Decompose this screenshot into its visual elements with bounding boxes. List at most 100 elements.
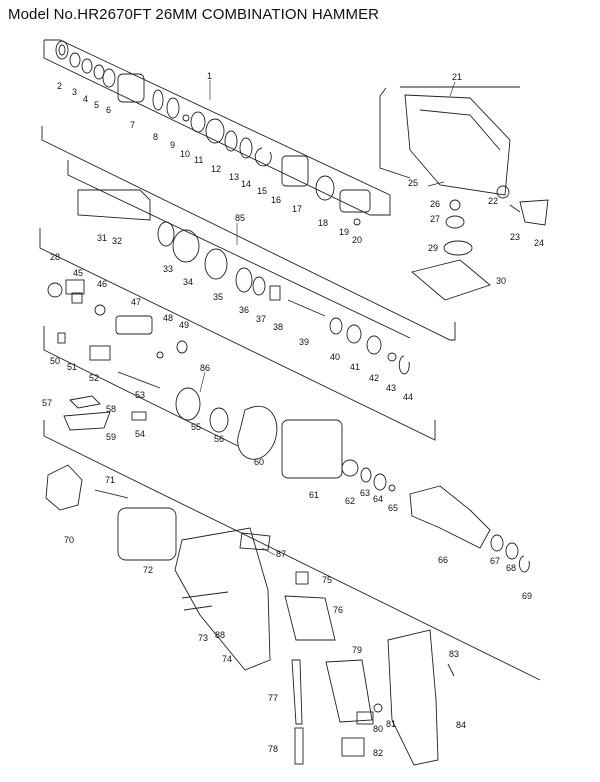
label-part-55: 55 xyxy=(191,422,201,432)
label-part-16: 16 xyxy=(271,195,281,205)
bracket-group-85b xyxy=(67,160,411,339)
label-part-10: 10 xyxy=(180,149,190,159)
bracket-group-1 xyxy=(43,39,391,216)
part-57-plate xyxy=(69,395,101,409)
label-part-80: 80 xyxy=(373,724,383,734)
part-39-striker xyxy=(287,299,326,317)
part-50-bearing xyxy=(57,332,66,344)
part-47-cylinder xyxy=(115,315,153,335)
label-part-42: 42 xyxy=(369,373,379,383)
part-52-gear xyxy=(89,345,111,361)
part-71-screw xyxy=(94,489,129,499)
part-25-pin xyxy=(427,181,445,187)
label-part-69: 69 xyxy=(522,591,532,601)
part-46-oring xyxy=(94,304,106,316)
part-24-plate xyxy=(519,199,549,226)
part-54-pin xyxy=(131,411,147,421)
part-64-bearing xyxy=(373,473,387,491)
part-79-switch xyxy=(325,659,373,723)
part-87-label xyxy=(239,532,271,551)
part-49-bushing xyxy=(176,340,188,354)
part-3-ring xyxy=(69,52,81,68)
part-27-plug xyxy=(445,215,465,229)
label-part-86: 86 xyxy=(200,363,210,373)
label-part-81: 81 xyxy=(386,719,396,729)
label-part-50: 50 xyxy=(50,356,60,366)
label-part-30: 30 xyxy=(496,276,506,286)
part-88-label xyxy=(181,591,229,599)
label-part-22: 22 xyxy=(488,196,498,206)
label-part-75: 75 xyxy=(322,575,332,585)
label-part-5: 5 xyxy=(94,100,99,110)
label-part-20: 20 xyxy=(352,235,362,245)
label-part-25: 25 xyxy=(408,178,418,188)
label-part-61: 61 xyxy=(309,490,319,500)
part-75-holder xyxy=(295,571,309,585)
label-part-51: 51 xyxy=(67,362,77,372)
label-part-27: 27 xyxy=(430,214,440,224)
label-part-68: 68 xyxy=(506,563,516,573)
label-part-41: 41 xyxy=(350,362,360,372)
part-70-baffle xyxy=(45,464,83,511)
label-part-12: 12 xyxy=(211,164,221,174)
label-part-21: 21 xyxy=(452,72,462,82)
label-part-56: 56 xyxy=(214,434,224,444)
part-38-bushing xyxy=(269,285,281,301)
part-72-field xyxy=(117,507,177,561)
label-part-71: 71 xyxy=(105,475,115,485)
label-part-59: 59 xyxy=(106,432,116,442)
label-part-19: 19 xyxy=(339,227,349,237)
part-59-plate xyxy=(63,411,111,431)
part-80-block xyxy=(356,711,374,725)
part-11-ring xyxy=(190,111,206,133)
part-69-ring xyxy=(518,555,530,573)
label-part-72: 72 xyxy=(143,565,153,575)
label-part-37: 37 xyxy=(256,314,266,324)
label-part-67: 67 xyxy=(490,556,500,566)
part-45-piston xyxy=(65,279,85,295)
label-part-3: 3 xyxy=(72,87,77,97)
label-part-60: 60 xyxy=(254,457,264,467)
part-23-screw xyxy=(509,204,521,213)
part-14-ring xyxy=(239,137,253,159)
label-part-46: 46 xyxy=(97,279,107,289)
part-7-sleeve xyxy=(117,73,145,103)
part-60-gasket xyxy=(237,406,278,460)
label-part-17: 17 xyxy=(292,204,302,214)
part-62-oring xyxy=(341,459,359,477)
label-part-23: 23 xyxy=(510,232,520,242)
label-part-74: 74 xyxy=(222,654,232,664)
label-part-49: 49 xyxy=(179,320,189,330)
part-82-terminal xyxy=(341,737,365,757)
part-53-shaft xyxy=(117,371,161,389)
part-31-barrel xyxy=(77,189,151,221)
part-16-gear xyxy=(281,155,309,187)
part-78-cord xyxy=(294,727,304,765)
part-34-ring xyxy=(172,229,200,263)
label-part-2: 2 xyxy=(57,81,62,91)
label-part-65: 65 xyxy=(388,503,398,513)
label-part-32: 32 xyxy=(112,236,122,246)
label-part-54: 54 xyxy=(135,429,145,439)
label-part-40: 40 xyxy=(330,352,340,362)
label-part-11: 11 xyxy=(194,155,203,165)
label-part-31: 31 xyxy=(97,233,107,243)
label-part-62: 62 xyxy=(345,496,355,506)
part-28-ring xyxy=(47,282,63,298)
part-20-ball xyxy=(353,218,361,226)
label-part-70: 70 xyxy=(64,535,74,545)
label-part-53: 53 xyxy=(135,390,145,400)
part-73-screw xyxy=(183,605,213,611)
part-36-ring xyxy=(235,267,253,293)
part-9-ring xyxy=(166,97,180,119)
part-26-oring xyxy=(449,199,461,211)
part-22-ring xyxy=(496,185,510,199)
bracket-group-85 xyxy=(41,126,456,341)
part-35-spring xyxy=(204,248,228,280)
part-2-cap xyxy=(55,40,69,60)
label-part-36: 36 xyxy=(239,305,249,315)
part-number-labels: 1 2 3 4 5 6 7 8 9 10 11 12 13 14 15 16 1… xyxy=(42,71,544,758)
label-part-4: 4 xyxy=(83,94,88,104)
part-55-gear xyxy=(175,387,201,421)
